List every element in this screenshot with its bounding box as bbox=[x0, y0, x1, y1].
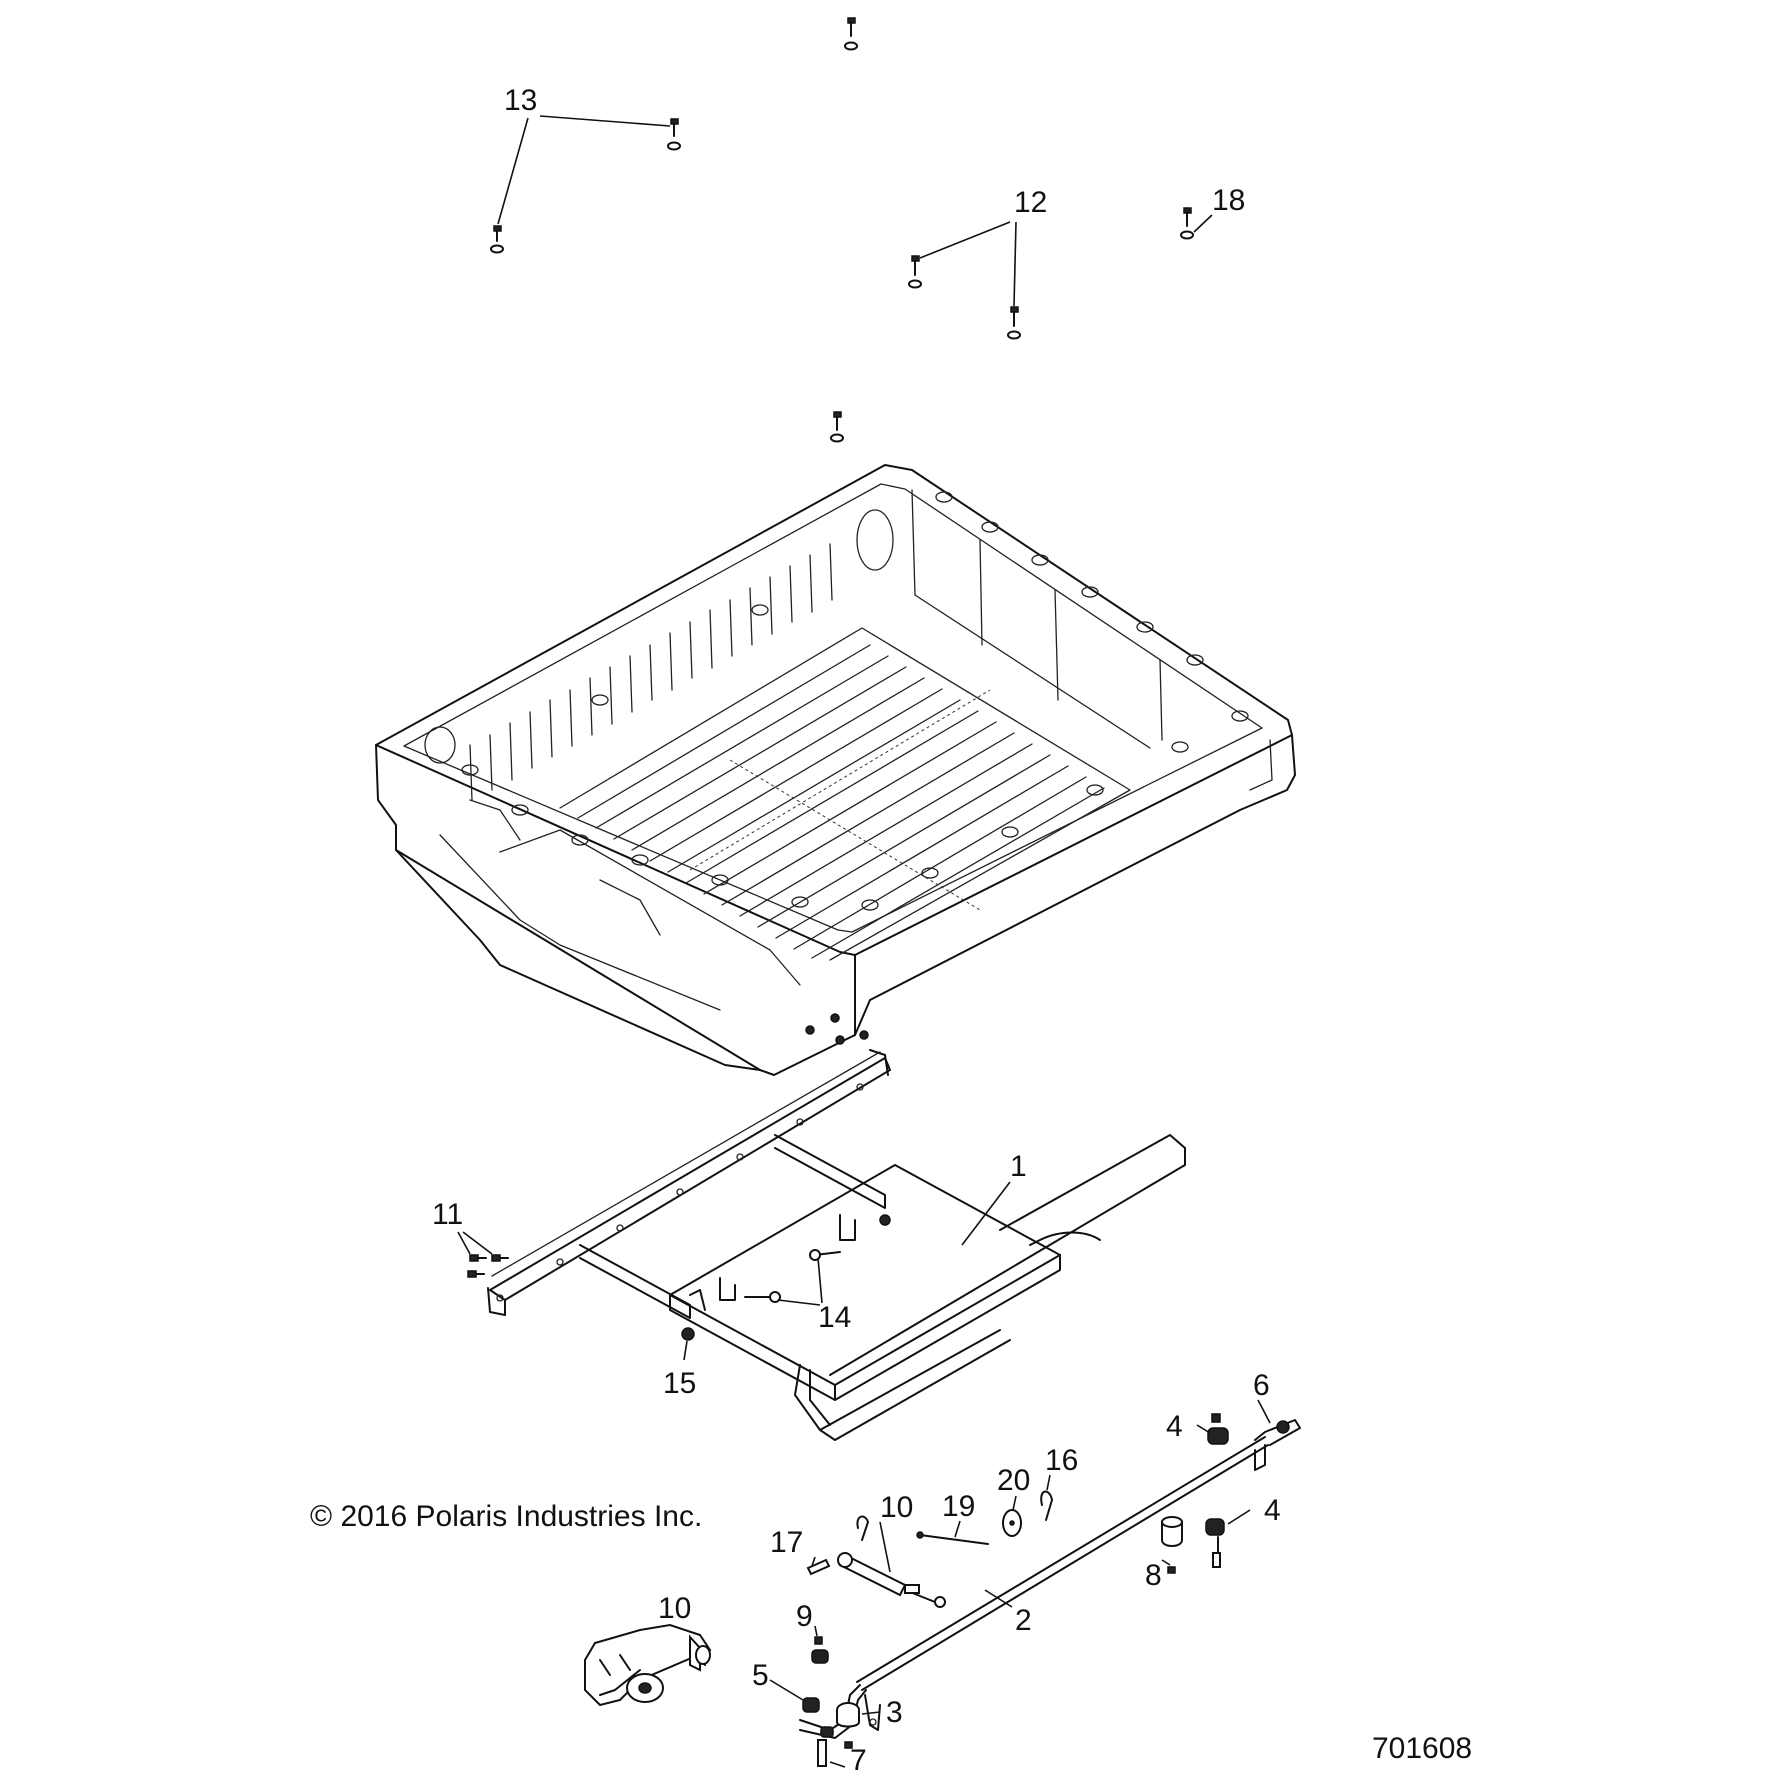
nut-15 bbox=[681, 1327, 695, 1341]
leaders-subframe bbox=[457, 1181, 1011, 1361]
strut-10 bbox=[837, 1515, 946, 1608]
callout-20: 20 bbox=[997, 1464, 1030, 1497]
bushings-4 bbox=[1205, 1413, 1229, 1568]
pin-19 bbox=[916, 1531, 989, 1545]
callout-4-upper: 4 bbox=[1166, 1410, 1183, 1443]
callout-1: 1 bbox=[1010, 1150, 1027, 1183]
pivot-bolts-14 bbox=[744, 1249, 841, 1303]
callout-17: 17 bbox=[770, 1526, 803, 1559]
callout-19: 19 bbox=[942, 1490, 975, 1523]
bolt-13-right bbox=[667, 118, 681, 151]
bolt-18 bbox=[1180, 207, 1194, 240]
bolt-13-left bbox=[490, 225, 504, 254]
bolt-12-right bbox=[1007, 306, 1021, 340]
clip-5 bbox=[802, 1697, 820, 1713]
rim-holes bbox=[461, 491, 1249, 911]
bolt-middle bbox=[830, 411, 844, 443]
pin-16 bbox=[1040, 1490, 1053, 1521]
callout-6: 6 bbox=[1253, 1369, 1270, 1402]
callout-13: 13 bbox=[504, 84, 537, 117]
callout-8: 8 bbox=[1145, 1559, 1162, 1592]
spacer-8 bbox=[1161, 1516, 1183, 1574]
callout-5: 5 bbox=[752, 1659, 769, 1692]
callout-10-actuator: 10 bbox=[658, 1592, 691, 1625]
nut-9 bbox=[811, 1636, 829, 1664]
callout-labels: 13 12 18 1 11 14 15 6 4 4 16 20 19 10 17… bbox=[432, 84, 1281, 1777]
callout-7: 7 bbox=[850, 1744, 867, 1777]
callout-3: 3 bbox=[886, 1696, 903, 1729]
bolt-7 bbox=[817, 1726, 834, 1767]
subframe bbox=[487, 1049, 1186, 1441]
bolts-11 bbox=[467, 1254, 509, 1278]
callout-12: 12 bbox=[1014, 186, 1047, 219]
callout-18: 18 bbox=[1212, 184, 1245, 217]
callout-16: 16 bbox=[1045, 1444, 1078, 1477]
floor-ribs bbox=[577, 644, 1105, 959]
actuator-10 bbox=[584, 1623, 712, 1707]
leaders-top bbox=[497, 115, 1213, 307]
front-wall-ribs bbox=[469, 543, 833, 801]
cargo-box bbox=[375, 464, 1296, 1076]
drawing-number: 701608 bbox=[1372, 1732, 1472, 1765]
bolt-top-center bbox=[844, 17, 858, 51]
callout-9: 9 bbox=[796, 1600, 813, 1633]
copyright-notice: © 2016 Polaris Industries Inc. bbox=[310, 1500, 702, 1533]
box-mount-studs bbox=[805, 1013, 869, 1045]
leaders-lower bbox=[769, 1399, 1271, 1768]
callout-14: 14 bbox=[818, 1301, 851, 1334]
callout-10-strut: 10 bbox=[880, 1491, 913, 1524]
callout-15: 15 bbox=[663, 1367, 696, 1400]
washer-20 bbox=[1002, 1509, 1022, 1537]
callout-11: 11 bbox=[432, 1198, 463, 1231]
pin-17 bbox=[806, 1558, 831, 1576]
callout-2: 2 bbox=[1015, 1604, 1032, 1637]
fasteners-top bbox=[490, 17, 1194, 443]
callout-4-lower: 4 bbox=[1264, 1494, 1281, 1527]
bolt-12-left bbox=[908, 255, 922, 289]
bushing-3 bbox=[836, 1702, 860, 1749]
